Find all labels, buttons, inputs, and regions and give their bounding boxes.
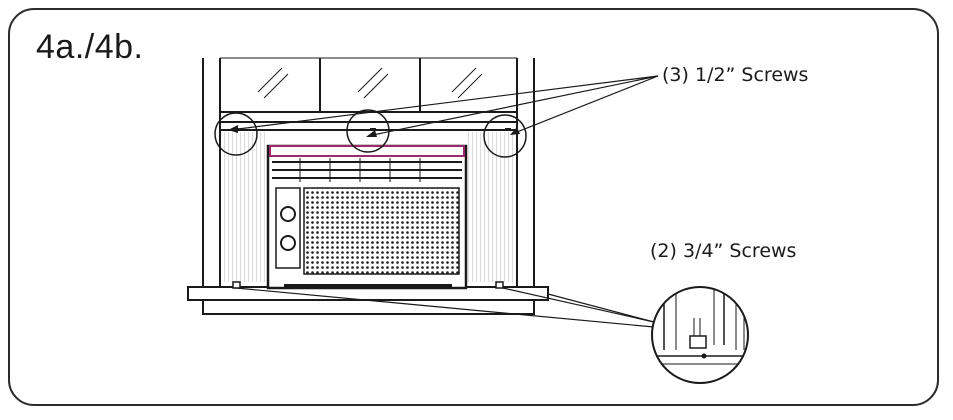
screw-detail-zoom <box>651 286 749 384</box>
top-screws-callout: (3) 1/2” Screws <box>662 64 809 86</box>
glass-glare <box>257 67 483 99</box>
bottom-screw-brackets <box>232 281 504 289</box>
control-knob-bottom <box>280 235 296 251</box>
bottom-screws-callout: (2) 3/4” Screws <box>650 240 797 262</box>
leader-arrowheads <box>228 125 520 137</box>
intake-grille <box>303 187 460 275</box>
step-label: 4a./4b. <box>36 28 144 66</box>
window-frame <box>202 57 535 290</box>
screw-highlight-circles <box>214 109 527 158</box>
left-accordion-panel <box>222 132 268 282</box>
right-accordion-panel <box>466 132 516 282</box>
air-conditioner-unit <box>266 144 468 290</box>
instruction-panel-frame <box>8 8 939 406</box>
top-callout-leaders <box>229 75 659 137</box>
control-panel <box>275 187 301 269</box>
detail-leaders <box>235 287 655 328</box>
control-knob-top <box>280 206 296 222</box>
